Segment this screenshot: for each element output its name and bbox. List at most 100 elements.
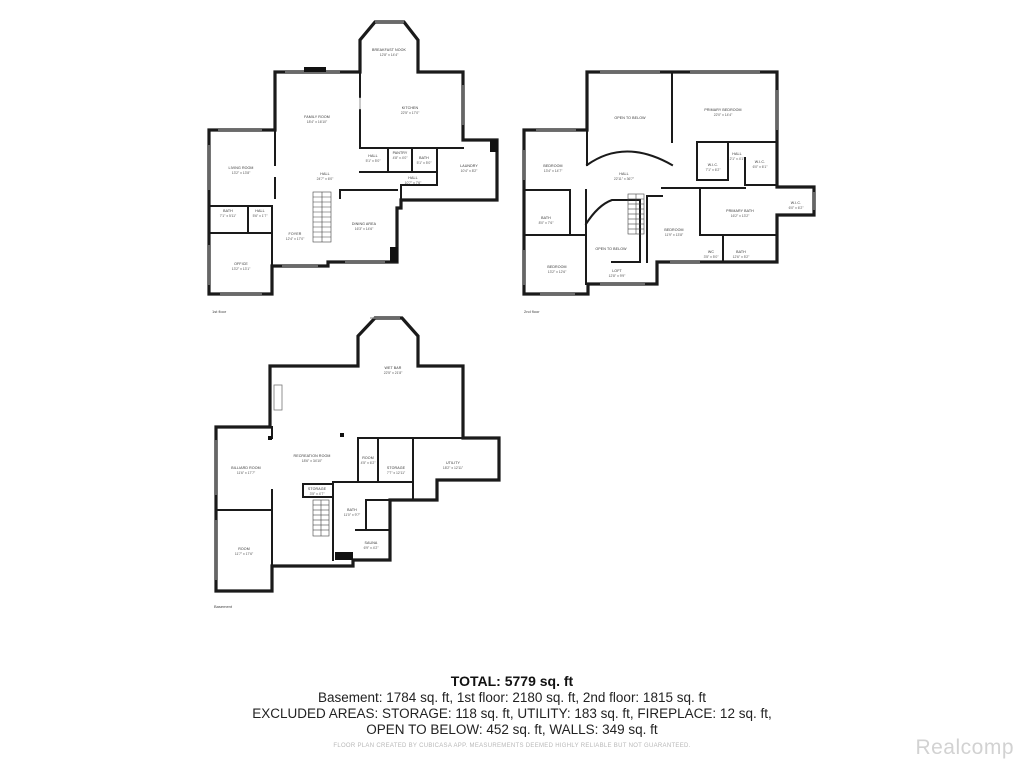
room-name-bath-2: BATH — [736, 250, 746, 254]
room-name-bath-kitchen: BATH — [419, 156, 429, 160]
room-name-bedroom-3: BEDROOM — [547, 265, 566, 269]
room-dims-wet-bar: 22'5" x 21'8" — [384, 371, 403, 375]
room-dims-hall2: 5'1" x 5'0" — [366, 159, 382, 163]
room-dims-laundry: 10'4" x 8'2" — [461, 169, 479, 173]
room-name-dining: DINING AREA — [352, 222, 377, 226]
disclaimer: FLOOR PLAN CREATED BY CUBICASA APP. MEAS… — [333, 743, 691, 749]
room-name-kitchen: KITCHEN — [402, 106, 419, 110]
room-name-hall: HALL — [320, 172, 329, 176]
room-dims-dining: 16'3" x 14'6" — [355, 227, 374, 231]
room-name-room-2: ROOM — [238, 547, 250, 551]
first-floor-plan: BREAKFAST NOOK 12'8" x 14'4" FAMILY ROOM… — [207, 20, 499, 314]
area-summary: TOTAL: 5779 sq. ft Basement: 1784 sq. ft… — [0, 672, 1024, 738]
room-dims-breakfast: 12'8" x 14'4" — [380, 53, 399, 57]
room-dims-sauna: 6'9" x 4'2" — [364, 546, 380, 550]
room-dims-primary-bath: 16'2" x 13'2" — [731, 214, 750, 218]
room-dims-hall4: 5'6" x 1'7" — [253, 214, 269, 218]
room-name-foyer: FOYER — [289, 232, 302, 236]
room-dims-living: 13'2" x 13'8" — [232, 171, 251, 175]
room-name-primary-bedroom: PRIMARY BEDROOM — [704, 108, 741, 112]
column-block — [390, 247, 398, 262]
room-dims-room-2: 11'7" x 17'6" — [235, 552, 254, 556]
excluded-areas: EXCLUDED AREAS: STORAGE: 118 sq. ft, UTI… — [252, 706, 772, 721]
room-name-living: LIVING ROOM — [228, 166, 253, 170]
basement-plan: WET BAR 22'5" x 21'8" BILLIARD ROOM 11'6… — [214, 316, 501, 609]
room-dims-storage-1: 7'7" x 12'11" — [387, 471, 406, 475]
room-name-wc: WC — [708, 250, 714, 254]
first-floor-outline — [207, 20, 499, 296]
total-area: TOTAL: 5779 sq. ft — [450, 673, 574, 689]
room-name-sauna: SAUNA — [365, 541, 378, 545]
room-name-wet-bar: WET BAR — [384, 366, 401, 370]
room-name-family: FAMILY ROOM — [304, 115, 330, 119]
second-floor-plan: OPEN TO BELOW PRIMARY BEDROOM 22'0" x 14… — [522, 70, 816, 314]
room-dims-room-1: 4'5" x 6'2" — [361, 461, 377, 465]
room-dims-office: 13'2" x 13'1" — [232, 267, 251, 271]
room-name-hall4: HALL — [255, 209, 264, 213]
room-name-breakfast: BREAKFAST NOOK — [372, 48, 407, 52]
room-name-bedroom-2: BEDROOM — [664, 228, 683, 232]
room-dims-wic-2: 6'0" x 6'1" — [753, 165, 769, 169]
realcomp-watermark: Realcomp — [915, 736, 1014, 759]
room-name-wic-1: W.I.C. — [708, 163, 718, 167]
column-block — [268, 436, 272, 440]
room-name-hall: HALL — [619, 172, 628, 176]
room-name-recreation: RECREATION ROOM — [294, 454, 331, 458]
room-name-loft: LOFT — [612, 269, 622, 273]
room-name-hall2: HALL — [368, 154, 377, 158]
room-dims-family: 18'4" x 16'10" — [307, 120, 328, 124]
room-name-wic-2: W.I.C. — [755, 160, 765, 164]
excluded-areas-continued: OPEN TO BELOW: 452 sq. ft, WALLS: 349 sq… — [366, 722, 658, 737]
column-block — [335, 552, 353, 560]
room-dims-bedroom-1: 13'4" x 14'7" — [544, 169, 563, 173]
room-dims-storage-2: 3'5" x 4'7" — [310, 492, 326, 496]
room-name-billiard: BILLIARD ROOM — [231, 466, 260, 470]
room-dims-foyer: 12'4" x 17'0" — [286, 237, 305, 241]
floor-plans: BREAKFAST NOOK 12'8" x 14'4" FAMILY ROOM… — [207, 20, 816, 609]
room-name-storage-1: STORAGE — [387, 466, 406, 470]
room-name-open-to-below-1: OPEN TO BELOW — [614, 116, 646, 120]
room-dims-hall: 22'11" x 36'7" — [614, 177, 635, 181]
room-dims-loft: 12'8" x 9'9" — [609, 274, 627, 278]
floor-label-second: 2nd floor — [524, 309, 540, 314]
room-name-bath-living: BATH — [223, 209, 233, 213]
room-dims-hall2: 2'1" x 4'1" — [730, 157, 746, 161]
room-dims-pantry: 4'8" x 4'0" — [393, 156, 409, 160]
room-name-bath-small: BATH — [541, 216, 551, 220]
room-dims-hall: 24'7" x 6'0" — [317, 177, 335, 181]
staircase — [627, 193, 645, 235]
room-dims-kitchen: 22'5" x 17'0" — [401, 111, 420, 115]
room-name-pantry: PANTRY — [393, 151, 408, 155]
open-to-below-rail — [584, 199, 641, 263]
room-dims-hall3: 10'7" x 7'6" — [405, 181, 423, 185]
room-dims-wic-3: 6'0" x 6'2" — [789, 206, 805, 210]
room-dims-bath-kitchen: 5'1" x 5'0" — [417, 161, 433, 165]
room-name-primary-bath: PRIMARY BATH — [726, 209, 754, 213]
floor-label-first: 1st floor — [212, 309, 227, 314]
room-name-open-to-below-2: OPEN TO BELOW — [595, 247, 627, 251]
room-dims-primary-bedroom: 22'0" x 14'4" — [714, 113, 733, 117]
floor-areas: Basement: 1784 sq. ft, 1st floor: 2180 s… — [318, 690, 706, 705]
staircase — [312, 499, 330, 537]
second-floor-outline — [522, 70, 816, 296]
room-dims-bedroom-2: 11'9" x 13'8" — [665, 233, 684, 237]
room-name-storage-2: STORAGE — [308, 487, 327, 491]
room-dims-bath-2: 12'6" x 5'2" — [733, 255, 751, 259]
room-name-room-1: ROOM — [362, 456, 374, 460]
staircase — [312, 191, 332, 243]
room-dims-billiard: 11'6" x 17'7" — [237, 471, 256, 475]
room-dims-wc: 3'5" x 5'0" — [704, 255, 720, 259]
fireplace — [273, 384, 283, 411]
room-name-wic-3: W.I.C. — [791, 201, 801, 205]
room-dims-bath-living: 7'1" x 5'11" — [220, 214, 237, 218]
fireplace — [304, 67, 326, 72]
open-to-below-rail — [585, 150, 674, 167]
floor-label-basement: Basement — [214, 604, 233, 609]
room-name-utility: UTILITY — [446, 461, 461, 465]
room-dims-recreation: 18'6" x 34'10" — [302, 459, 323, 463]
room-name-bath: BATH — [347, 508, 357, 512]
room-name-hall2: HALL — [732, 152, 741, 156]
column-block — [340, 433, 344, 437]
room-name-laundry: LAUNDRY — [460, 164, 478, 168]
room-dims-bath: 11'0" x 9'7" — [344, 513, 361, 517]
